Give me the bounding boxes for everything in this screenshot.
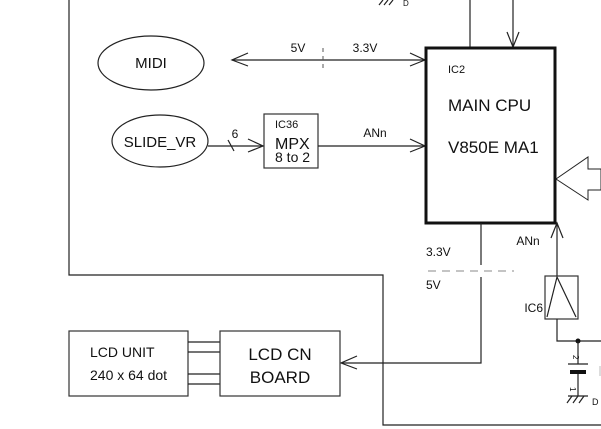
slide-vr-node — [111, 114, 209, 168]
ic36-ref: IC36 — [275, 119, 298, 131]
ic36-line1: MPX — [275, 136, 310, 153]
cpu-line1: MAIN CPU — [448, 96, 531, 115]
bus-slash — [227, 139, 235, 152]
outer-routing-wire — [68, 0, 601, 426]
cap-pin2-label: 2 — [571, 355, 580, 360]
midi-5v-label: 5V — [291, 41, 306, 55]
midi-node — [97, 35, 205, 91]
ground-label-cap: D — [592, 397, 599, 407]
arrow-head-cpu-bottom — [550, 221, 564, 239]
mpx-out-label: ANn — [363, 126, 386, 140]
lcd-cn-line1: LCD CN — [248, 345, 311, 364]
ic36-line2: 8 to 2 — [275, 149, 310, 165]
lcd-5v-label: 5V — [426, 278, 441, 292]
ic6-out-label: ANn — [516, 234, 539, 248]
midi-label: MIDI — [135, 55, 167, 72]
cap-pin1-label: 1 — [568, 387, 577, 392]
slide-vr-label: SLIDE_VR — [124, 134, 197, 151]
lcd-cn-line2: BOARD — [250, 368, 310, 387]
ic6-ref: IC6 — [524, 301, 543, 315]
ic36-box — [263, 113, 319, 169]
lcd-unit-line2: 240 x 64 dot — [90, 367, 167, 383]
cpu-line2: V850E MA1 — [448, 138, 539, 157]
hollow-input-arrow — [555, 156, 601, 201]
ground-symbol-top: D — [378, 0, 409, 8]
cpu-ref: IC2 — [448, 64, 465, 76]
cpu-box — [424, 46, 557, 225]
lcd-33v-label: 3.3V — [426, 245, 451, 259]
cpu-lcd-wire-lower — [342, 277, 482, 364]
ic6-in-wire — [556, 319, 601, 342]
ic6-box — [544, 275, 579, 320]
arrow-head-midi-left — [230, 52, 249, 67]
arrow-head-ic36-in — [247, 138, 265, 153]
lcd-cn-board-box — [219, 330, 341, 397]
ground-symbol-cap — [566, 395, 588, 404]
bus-width-label: 6 — [232, 127, 239, 141]
lcd-unit-box — [68, 330, 189, 397]
lcd-connector-cables — [188, 341, 220, 385]
ground-label-top: D — [403, 0, 409, 8]
cap-plate-bottom — [570, 370, 586, 374]
ic6-buffer-symbol — [546, 275, 577, 318]
arrow-head-lcd-cn-in — [339, 355, 358, 370]
lcd-unit-line1: LCD UNIT — [90, 344, 155, 360]
midi-33v-label: 3.3V — [353, 41, 378, 55]
